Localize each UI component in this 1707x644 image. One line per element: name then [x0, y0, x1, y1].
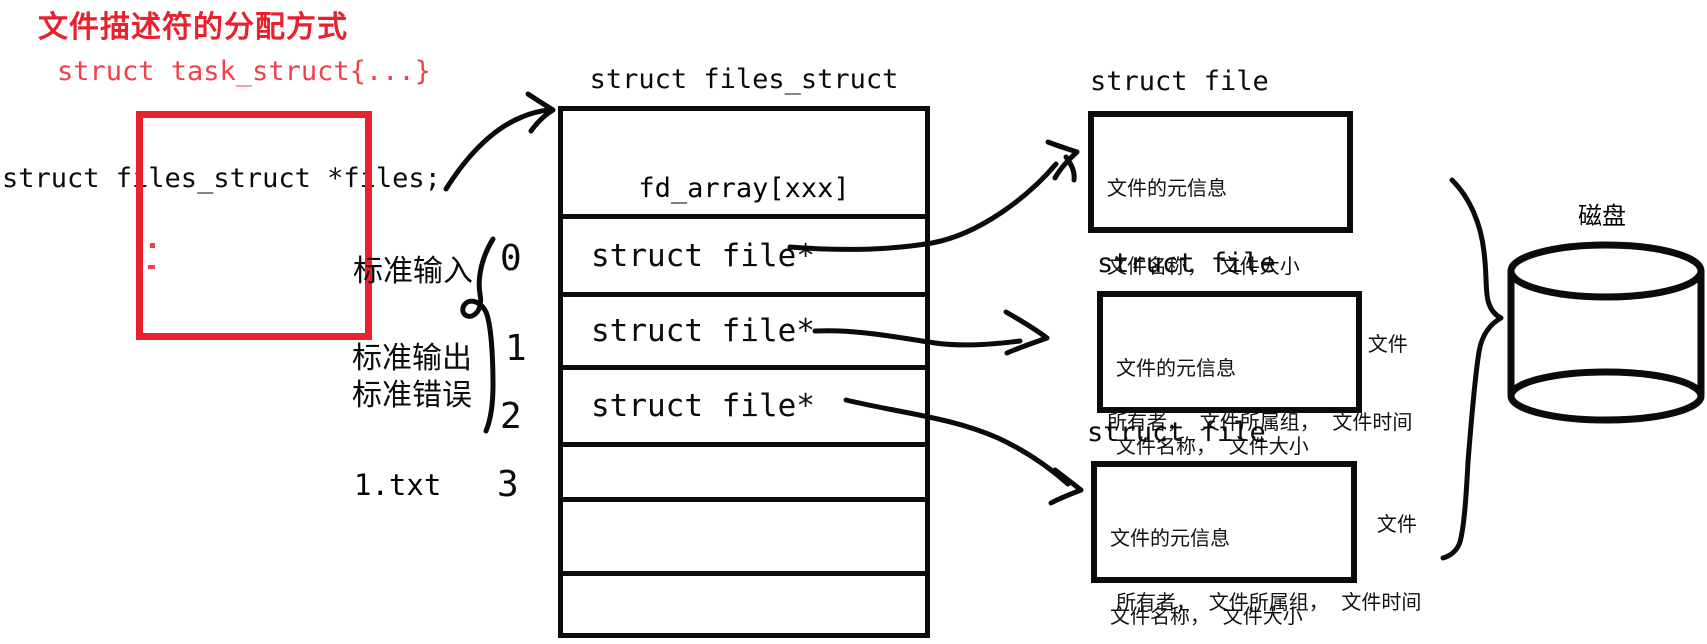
struct-file-box-1: 文件的元信息 文件名称， 文件大小 inode节点号， 文件权限， 文件 所有者…	[1088, 111, 1412, 434]
fd-slot-empty-1	[563, 442, 925, 497]
fd-slot-0-label: struct file*	[591, 237, 815, 274]
file-meta-line: 文件名称， 文件大小	[1107, 254, 1300, 278]
disk-cylinder	[1507, 241, 1705, 424]
red-colon-mark	[150, 243, 155, 248]
struct-file-header-1: struct file	[1090, 66, 1269, 97]
fd-slot-1: struct file*	[563, 292, 925, 365]
fd-slot-1-label: struct file*	[591, 313, 815, 349]
disk-label: 磁盘	[1578, 202, 1626, 230]
fd-slot-2: struct file*	[563, 365, 925, 442]
arrow-files-to-table	[443, 91, 556, 192]
task-struct-red-box	[136, 111, 372, 340]
fd-array-table: fd_array[xxx] struct file* struct file* …	[558, 106, 930, 638]
fd-number-0: 0	[500, 238, 522, 279]
fd-number-2: 2	[500, 396, 522, 437]
fd-slot-empty-2	[563, 497, 925, 571]
file-meta-line: 文件名称， 文件大小	[1110, 604, 1303, 628]
file-meta-line: 所有者， 文件所属组， 文件时间	[1116, 590, 1422, 614]
file-meta-line: 文件的元信息	[1116, 356, 1236, 380]
fd-label-stderr: 标准错误	[352, 378, 472, 413]
struct-file-header-2: struct file	[1097, 248, 1276, 279]
red-colon-mark	[148, 265, 155, 269]
fd-array-cell-label: fd_array[xxx]	[638, 173, 850, 204]
file-meta-line: 文件的元信息	[1107, 176, 1227, 200]
struct-file-box-2: 文件的元信息 文件名称， 文件大小 inode节点号， 文件权限， 文件 所有者…	[1097, 291, 1421, 614]
file-meta-line: 所有者， 文件所属组， 文件时间	[1107, 410, 1413, 434]
task-struct-code: struct task_struct{...}	[57, 56, 431, 87]
fd-array-cell: fd_array[xxx]	[563, 111, 925, 214]
struct-file-box-3: 文件的元信息 文件名称， 文件大小 inode节点号， 文件权限， 文件 所有者…	[1091, 461, 1357, 628]
files-to-disk-brace	[1440, 177, 1504, 561]
diagram-title: 文件描述符的分配方式	[38, 10, 348, 45]
fd-slot-2-label: struct file*	[591, 388, 815, 424]
files-struct-header: struct files_struct	[589, 64, 899, 95]
files-pointer-code: struct files_struct *files;	[2, 163, 441, 194]
file-meta-line: 文件名称， 文件大小	[1116, 434, 1309, 458]
fd-label-stdout: 标准输出	[352, 341, 472, 376]
fd-slot-0: struct file*	[563, 214, 925, 292]
fd-number-3: 3	[497, 464, 519, 505]
fd-number-1: 1	[505, 328, 527, 369]
struct-file-header-3: struct file	[1087, 417, 1266, 448]
fd-slot-empty-3	[563, 571, 925, 633]
file-meta-line: 文件的元信息	[1110, 526, 1230, 550]
fd-label-file: 1.txt	[354, 468, 442, 502]
fd-label-stdin: 标准输入	[353, 254, 473, 289]
